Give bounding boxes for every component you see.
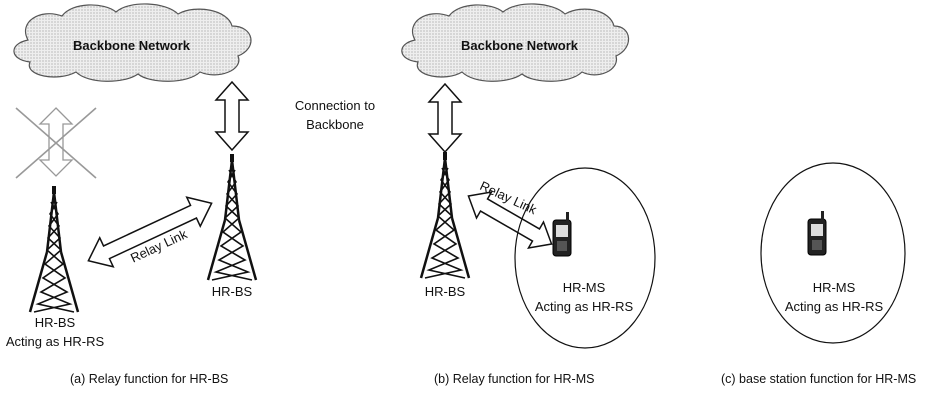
caption-c: (c) base station function for HR-MS	[721, 372, 917, 386]
caption-a: (a) Relay function for HR-BS	[70, 372, 229, 386]
connection-label-line1: Connection to	[294, 98, 376, 113]
caption-b: (b) Relay function for HR-MS	[434, 372, 595, 386]
cross-icon	[15, 107, 97, 179]
tower-icon	[419, 150, 471, 280]
cloud-icon	[401, 3, 630, 82]
double-arrow-icon	[214, 80, 250, 152]
double-arrow-icon	[87, 196, 213, 268]
coverage-ellipse	[514, 167, 656, 349]
connection-to-backbone-label: Connection to Backbone	[290, 96, 380, 134]
phone-icon	[552, 211, 572, 257]
double-arrow-icon	[427, 82, 463, 154]
hr-ms-label-c: HR-MS Acting as HR-RS	[770, 278, 898, 316]
coverage-ellipse	[760, 162, 906, 344]
hr-bs-label-a: HR-BS	[211, 284, 253, 299]
rs-label-line2: Acting as HR-RS	[5, 334, 105, 349]
backbone-network-label-a: Backbone Network	[73, 38, 191, 53]
double-arrow-icon	[467, 190, 553, 250]
ms-label-line2: Acting as HR-RS	[784, 299, 884, 314]
tower-icon	[206, 152, 258, 282]
hr-bs-acting-as-rs-label: HR-BS Acting as HR-RS	[0, 313, 110, 351]
phone-icon	[807, 210, 827, 256]
hr-bs-label-b: HR-BS	[424, 284, 466, 299]
ms-label-line1: HR-MS	[812, 280, 856, 295]
backbone-network-label-b: Backbone Network	[461, 38, 579, 53]
connection-label-line2: Backbone	[306, 117, 364, 132]
tower-icon	[28, 184, 80, 314]
ms-label-line2: Acting as HR-RS	[534, 299, 634, 314]
rs-label-line1: HR-BS	[34, 315, 76, 330]
cloud-icon	[13, 3, 252, 82]
ms-label-line1: HR-MS	[562, 280, 606, 295]
hr-ms-label-b: HR-MS Acting as HR-RS	[520, 278, 648, 316]
